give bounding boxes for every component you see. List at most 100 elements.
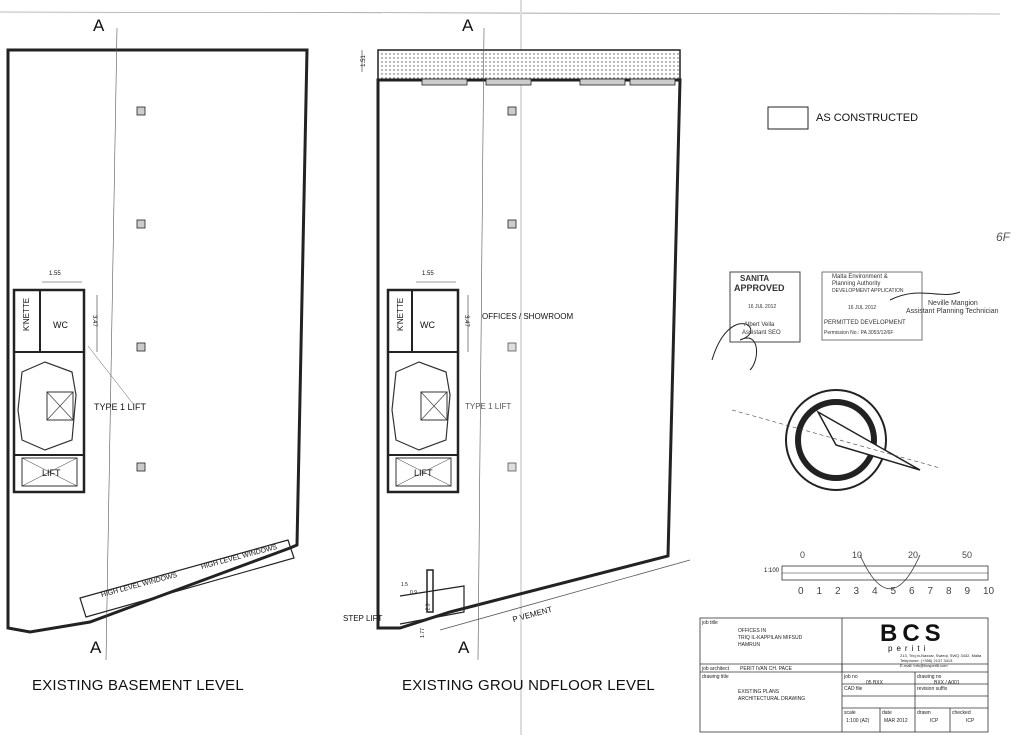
section-mark: A xyxy=(93,16,105,35)
tb-drawing-title-l2: ARCHITECTURAL DRAWING xyxy=(738,696,806,702)
tb-firm-email: E-mail: info@bcsperiti.com xyxy=(900,663,948,668)
pavement-line xyxy=(439,559,691,631)
tb-cad-label: CAD file xyxy=(844,686,863,692)
tb-job-title-l1: OFFICES IN xyxy=(738,628,767,634)
dimension-label: 1.5 xyxy=(401,582,408,588)
tb-date-label: date xyxy=(882,710,892,716)
mepa-stamp-date: 16 JUL 2012 xyxy=(848,305,877,311)
sanita-stamp-title: SANITA xyxy=(740,274,770,283)
lift-shaft xyxy=(420,391,448,421)
scale-bar xyxy=(781,554,989,589)
tb-checked: ICP xyxy=(966,718,975,724)
officer-name: Neville Mangion xyxy=(928,300,978,307)
tb-date: MAR 2012 xyxy=(884,718,908,724)
lift-shaft xyxy=(46,391,74,421)
scale-tick-bottom: 9 xyxy=(964,586,971,597)
tb-checked-label: checked xyxy=(952,710,971,716)
scale-tick-bottom: 7 xyxy=(927,586,934,597)
basement-section-line xyxy=(105,27,118,661)
column xyxy=(136,462,146,472)
room-label-knette: K'NETTE xyxy=(396,297,406,332)
tb-drawing-title-label: drawing title xyxy=(702,674,729,680)
tb-job-architect-label: job architect xyxy=(702,666,729,672)
room-label-type1-lift: TYPE 1 LIFT xyxy=(465,402,512,411)
column xyxy=(507,342,517,352)
tb-job-title-l3: HAMRUN xyxy=(738,642,760,648)
tb-job-no-label: job no xyxy=(844,674,858,680)
tb-drawing-no: BXX / A001 xyxy=(934,680,960,686)
tb-job-title-label: job title xyxy=(702,620,718,626)
legend-as-constructed: AS CONSTRUCTED xyxy=(816,112,919,124)
window xyxy=(421,78,468,86)
lift-box xyxy=(395,457,452,487)
mepa-stamp-permitted: PERMITTED DEVELOPMENT xyxy=(824,320,906,326)
column xyxy=(507,219,517,229)
room-label-wc: WC xyxy=(53,320,68,330)
margin-note: 6F xyxy=(996,230,1011,244)
canopy-hatch xyxy=(377,49,681,81)
core-block xyxy=(386,288,460,494)
dimension-label: 3.47 xyxy=(90,315,97,327)
scale-tick-bottom: 8 xyxy=(946,586,952,597)
step-lift-box xyxy=(399,585,465,625)
room-label-lift: LIFT xyxy=(42,468,61,478)
scale-tick-bottom: 4 xyxy=(872,586,878,597)
ground-floor-title: EXISTING GROU NDFLOOR LEVEL xyxy=(402,677,655,694)
tb-firm-tel: Telephone: (+356) 2137 3413 xyxy=(900,658,953,663)
basement-outline xyxy=(6,48,309,634)
basement-plan xyxy=(6,27,309,661)
window xyxy=(579,78,626,86)
dimension-label: 1.55 xyxy=(422,271,434,277)
scale-tick-bottom: 0 xyxy=(798,586,804,597)
section-mark: A xyxy=(462,16,474,35)
tb-drawing-no-label: drawing no xyxy=(917,674,942,680)
section-mark: A xyxy=(458,638,470,657)
ground-floor-plan xyxy=(361,27,691,661)
tb-revision-label: revision suffix xyxy=(917,686,948,692)
sheet-top-border xyxy=(0,11,1001,15)
room-label-step-lift: STEP LIFT xyxy=(343,614,383,623)
scale-tick-bottom: 10 xyxy=(983,586,995,597)
room-label-knette: K'NETTE xyxy=(22,297,32,332)
tb-drawn: ICP xyxy=(930,718,939,724)
lift-box xyxy=(21,457,78,487)
officer-role: Assistant Planning Technician xyxy=(906,308,999,315)
scale-tick-top: 10 xyxy=(852,550,863,560)
basement-title: EXISTING BASEMENT LEVEL xyxy=(32,677,244,694)
tb-scale: 1:100 (A2) xyxy=(846,718,870,724)
north-arrow xyxy=(731,389,941,491)
scale-tick-top: 0 xyxy=(800,550,806,560)
core-block xyxy=(12,288,86,494)
scale-tick-top: 20 xyxy=(908,550,919,560)
tb-job-architect: PERIT IVAN CH. PACE xyxy=(740,666,792,672)
tb-firm-sub: periti xyxy=(888,644,930,653)
title-block-frame xyxy=(699,617,989,733)
signature xyxy=(711,323,758,371)
section-mark: A xyxy=(90,638,102,657)
dimension-label: 1.55 xyxy=(49,271,61,277)
sanita-stamp-date: 16 JUL 2012 xyxy=(748,304,777,310)
scale-tick-top: 50 xyxy=(962,550,973,560)
room-label-wc: WC xyxy=(420,320,435,330)
room-label-type1-lift: TYPE 1 LIFT xyxy=(94,402,147,412)
ground-outline xyxy=(376,78,682,630)
tb-drawing-title-l1: EXISTING PLANS xyxy=(738,689,780,695)
sanita-stamp-box xyxy=(729,271,801,343)
column xyxy=(136,219,146,229)
high-level-windows-strip xyxy=(79,539,295,618)
mepa-stamp-line2: Planning Authority xyxy=(832,281,881,287)
scale-tick-bottom: 1 xyxy=(816,586,823,597)
signature xyxy=(889,291,961,301)
dimension-label: 1.77 xyxy=(419,628,426,638)
dimension-label: 1.51 xyxy=(360,55,367,67)
tb-job-title-l2: TRIQ IL-KAPPILAN MIFSUD xyxy=(738,635,803,641)
sanita-stamp-person: Albert Vella xyxy=(744,322,775,328)
tb-firm-address: 213, Triq in-Naxxar, Swieqi, SWQ 3432, M… xyxy=(900,653,982,658)
scale-bar-ratio: 1:100 xyxy=(764,568,780,574)
sanita-stamp-role: Assistant SEO xyxy=(742,330,781,336)
mepa-stamp-box xyxy=(821,271,923,341)
as-constructed-swatch xyxy=(767,106,809,130)
mepa-stamp-line3: DEVELOPMENT APPLICATION xyxy=(832,288,904,294)
room-label-lift: LIFT xyxy=(414,468,433,478)
window xyxy=(629,78,676,86)
